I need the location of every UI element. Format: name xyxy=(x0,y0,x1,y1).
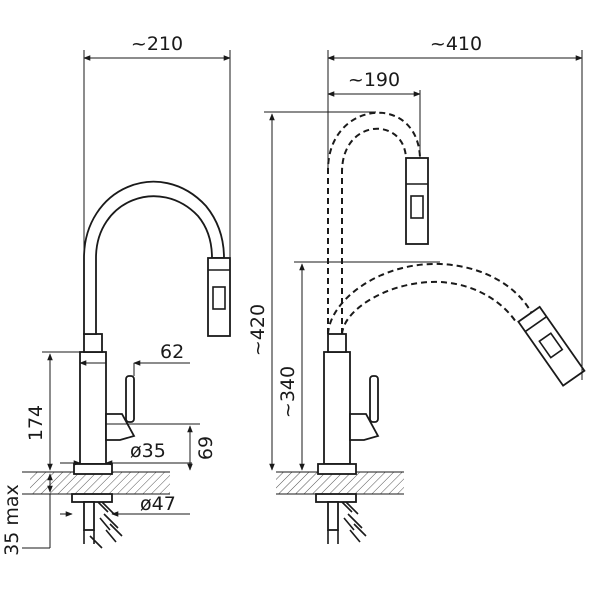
dim-countertop-thickness: 35 max xyxy=(1,484,23,556)
hose-collar-left xyxy=(83,333,103,353)
right-view: ~410 ~190 ~420 ~340 xyxy=(247,33,586,544)
dim-total-height: ~420 xyxy=(247,304,269,356)
left-view: ~210 62 174 ø35 69 ø47 35 max xyxy=(1,33,231,556)
hose-raised-position xyxy=(327,111,421,334)
faucet-base-left xyxy=(73,463,113,475)
dim-base-height: 69 xyxy=(195,436,217,460)
dim-base-diameter: ø35 xyxy=(130,440,166,462)
dim-spout-reach: ~410 xyxy=(430,33,482,55)
dim-lever-offset: 62 xyxy=(160,341,184,363)
faucet-base-right xyxy=(317,463,357,475)
dim-body-height: 174 xyxy=(25,405,47,441)
hose-collar-right xyxy=(327,333,347,353)
hose-extended-position xyxy=(327,262,533,335)
dim-spout-height: ~340 xyxy=(277,366,299,418)
lever-handle-left xyxy=(105,413,136,441)
faucet-body-right xyxy=(323,351,351,465)
spray-head-raised xyxy=(405,157,429,245)
gooseneck-hose-left xyxy=(83,180,225,335)
spray-head-extended xyxy=(517,305,586,387)
spray-head-left xyxy=(207,257,231,337)
dim-hose-reach: ~190 xyxy=(348,69,400,91)
dim-total-width: ~210 xyxy=(131,33,183,55)
lever-handle-right xyxy=(349,413,380,441)
countertop-left xyxy=(30,472,170,494)
dim-mount-diameter: ø47 xyxy=(140,493,176,515)
countertop-right xyxy=(276,472,404,494)
faucet-body-left xyxy=(79,351,107,465)
